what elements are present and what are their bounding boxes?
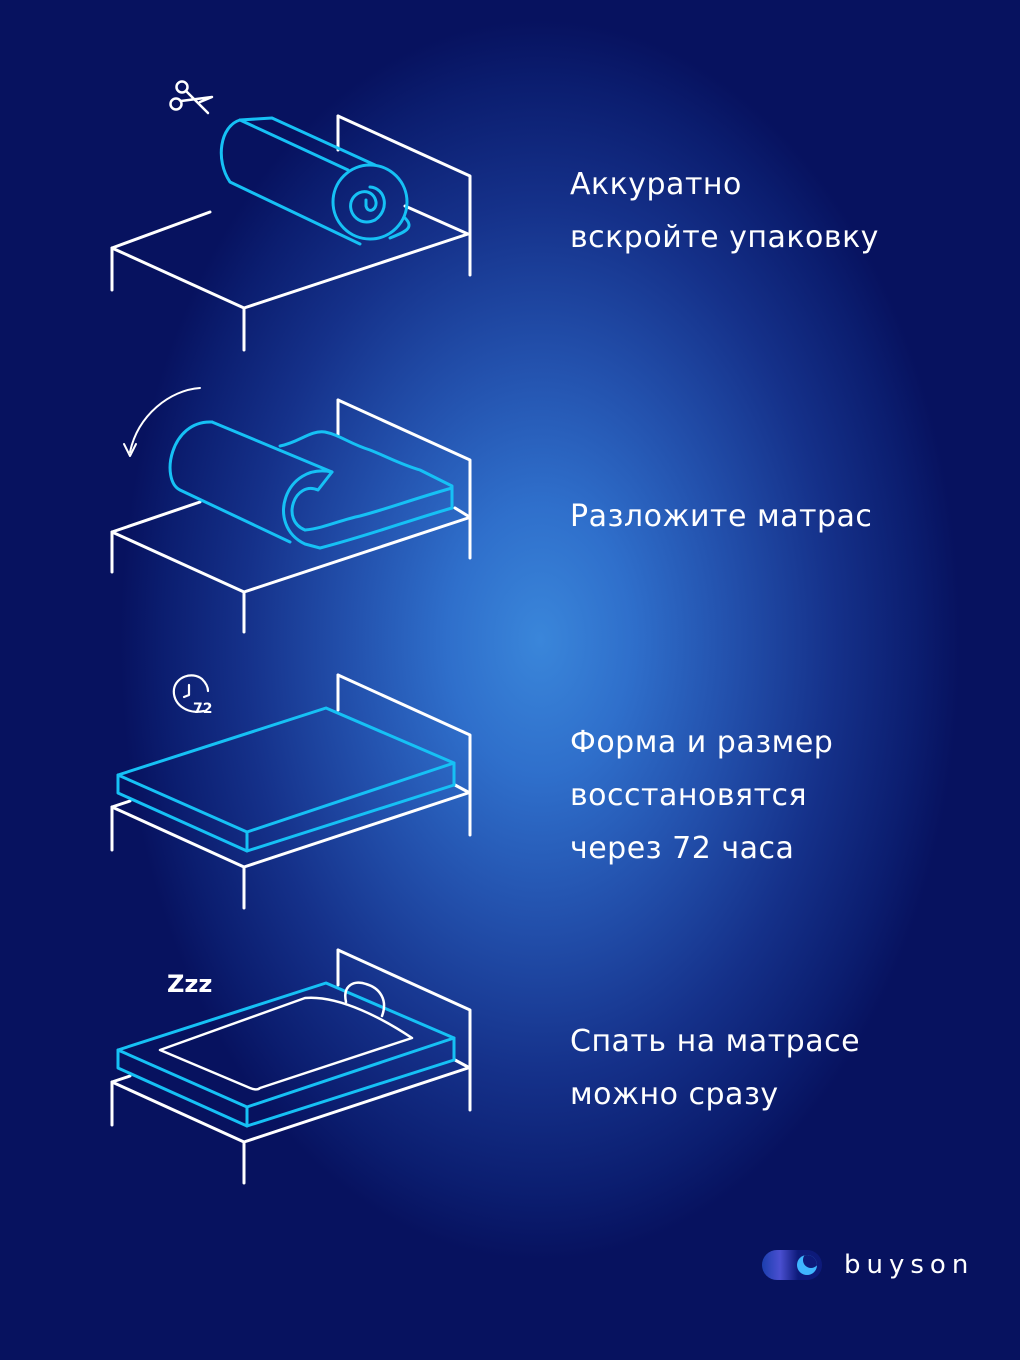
step-2-caption: Разложите матрас (570, 490, 872, 543)
caption-line: можно сразу (570, 1077, 779, 1112)
step-4-caption: Спать на матрасе можно сразу (570, 1015, 860, 1121)
illustration-rolled-mattress (100, 70, 480, 360)
rotate-arrow-icon (123, 387, 201, 457)
brand-logo: buyson (762, 1248, 974, 1282)
moon-toggle-icon (762, 1250, 822, 1280)
zzz-text: Zzz (167, 970, 213, 998)
bed-frame (110, 114, 472, 352)
caption-line: Аккуратно (570, 167, 742, 202)
caption-line: через 72 часа (570, 831, 795, 866)
sleeping-person (158, 981, 414, 1091)
caption-line: восстановятся (570, 778, 808, 813)
illustration-unrolling-mattress (100, 380, 480, 640)
scissors-icon (169, 80, 214, 115)
caption-line: Спать на матрасе (570, 1024, 861, 1059)
mattress-roll (219, 116, 411, 246)
bed-frame (110, 948, 472, 1185)
caption-line: Форма и размер (570, 725, 834, 760)
bed-frame (110, 398, 472, 634)
illustration-sleeping-person (100, 940, 480, 1190)
unrolling-mattress (168, 420, 454, 550)
brand-name: buyson (844, 1250, 975, 1280)
caption-line: Разложите матрас (570, 499, 873, 534)
caption-line: вскройте упаковку (570, 220, 879, 255)
illustration-flat-mattress: 72 (100, 665, 480, 915)
flat-mattress (116, 706, 456, 853)
step-1-caption: Аккуратно вскройте упаковку (570, 158, 879, 264)
clock-72-icon: 72 (172, 674, 212, 717)
bed-frame (110, 673, 472, 910)
moon-icon (797, 1255, 817, 1275)
svg-text:72: 72 (193, 701, 212, 717)
step-3-caption: Форма и размер восстановятся через 72 ча… (570, 716, 833, 875)
mattress (116, 981, 456, 1128)
